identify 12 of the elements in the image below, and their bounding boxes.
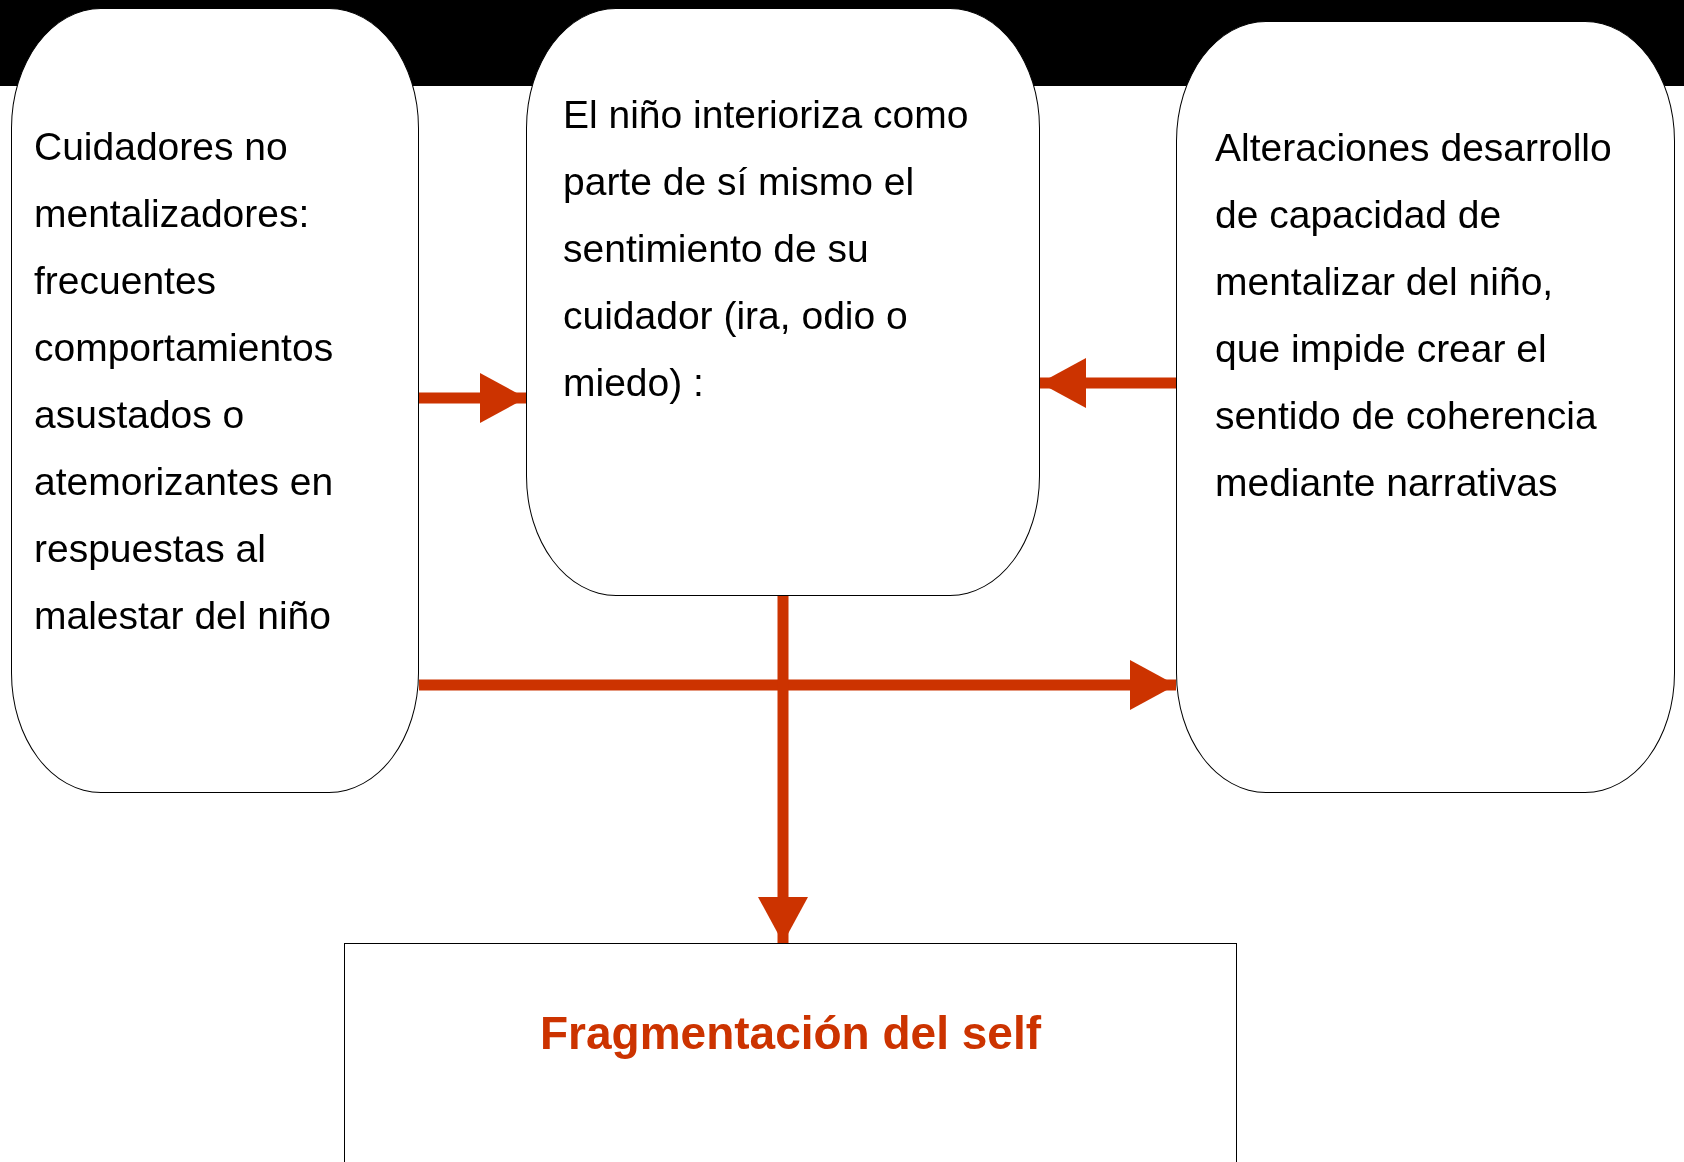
box-text: Cuidadores no mentalizadores: frecuentes comportamientos asustados o atemorizantes en respuestas al malestar del niño — [34, 124, 335, 639]
rounded-box — [11, 8, 419, 793]
arrow — [758, 596, 808, 943]
result-box — [344, 943, 1237, 1162]
arrow — [419, 373, 526, 423]
box-text: El niño interioriza como parte de sí mismo el sentimiento de su cuidador (ira, odio o miedo) : — [563, 92, 970, 406]
arrow — [1040, 358, 1176, 408]
box-text: Alteraciones desarrollo de capacidad de mentalizar del niño, que impide crear el sentido de coherencia mediante narrativas — [1215, 125, 1613, 506]
arrow — [419, 660, 1176, 710]
rounded-box — [1176, 21, 1675, 793]
rounded-box — [526, 8, 1040, 596]
box-text: Fragmentación del self — [540, 1005, 1041, 1061]
